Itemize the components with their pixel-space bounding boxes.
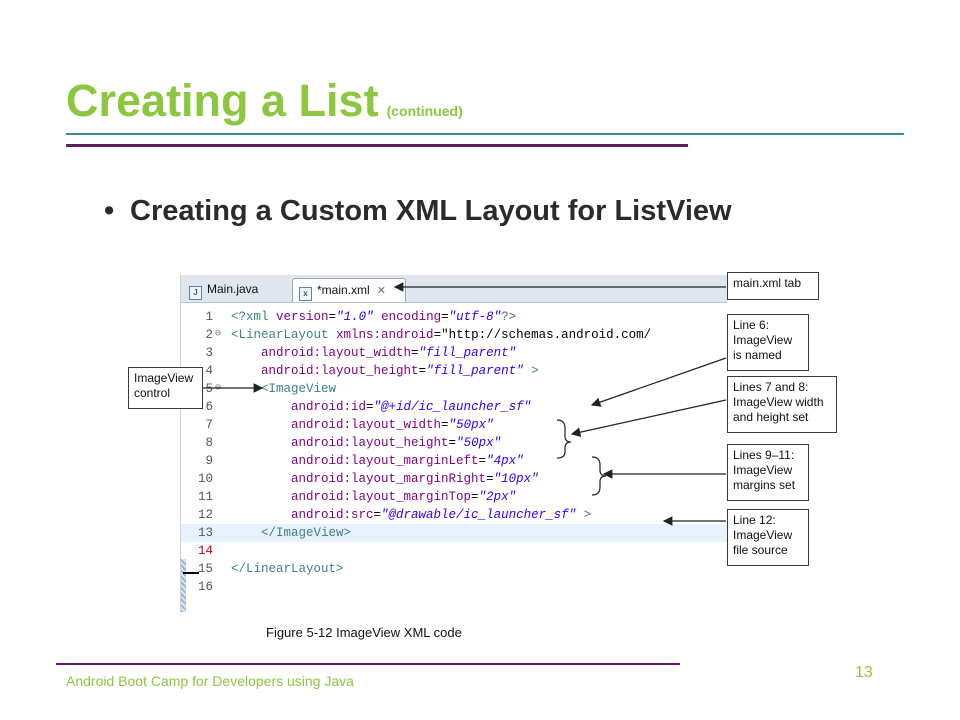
code-line[interactable]: 11 android:layout_marginTop="2px" [181, 488, 727, 506]
title-accent-rule [66, 133, 904, 135]
page-number: 13 [855, 664, 873, 681]
callout-text: ImageView [733, 528, 793, 542]
code-line[interactable]: 3 android:layout_width="fill_parent" [181, 344, 727, 362]
title-text: Creating a List [66, 75, 379, 126]
xml-file-icon: x [299, 287, 312, 301]
callout-text: file source [733, 543, 788, 557]
arrow-lines78 [570, 399, 727, 437]
line-number: 4 [205, 364, 213, 378]
line-number: 7 [205, 418, 213, 432]
code-text: android:layout_width="50px" [291, 418, 494, 432]
callout-text: Lines 7 and 8: [733, 380, 809, 394]
line-number: 9 [205, 454, 213, 468]
tab-main-java[interactable]: J Main.java [183, 278, 289, 300]
code-line[interactable]: 15 </LinearLayout> [181, 560, 727, 578]
brace-lines78 [556, 419, 572, 459]
line-number: 10 [197, 472, 213, 486]
footer-rule [56, 663, 680, 665]
code-text: android:src="@drawable/ic_launcher_sf" > [291, 508, 592, 522]
line-number: 1 [205, 310, 213, 324]
line-number: 2 [205, 328, 213, 342]
code-editor: J Main.java x *main.xml ✕ 1 <?xml version="1… [180, 275, 727, 612]
brace-lines911 [591, 456, 607, 496]
callout-text: ImageView width [733, 395, 824, 409]
line-number: 15 [197, 562, 213, 576]
line-number: 16 [197, 580, 213, 594]
callout-text: Line 6: [733, 318, 770, 332]
code-text: android:layout_width="fill_parent" [261, 346, 517, 360]
code-text: <?xml version="1.0" encoding="utf-8"?> [231, 310, 517, 324]
code-line[interactable]: 1 <?xml version="1.0" encoding="utf-8"?> [181, 308, 727, 326]
title-underline [66, 144, 688, 147]
callout-text: ImageView [733, 333, 793, 347]
arrow-line6 [590, 357, 727, 407]
line-number: 3 [205, 346, 213, 360]
callout-text: Line 12: [733, 513, 776, 527]
code-line[interactable]: 9 android:layout_marginLeft="4px" [181, 452, 727, 470]
code-text: android:layout_height="50px" [291, 436, 502, 450]
line-number: 11 [197, 490, 213, 504]
code-line[interactable]: 16 [181, 578, 727, 596]
code-line[interactable]: 8 android:layout_height="50px" [181, 434, 727, 452]
code-line[interactable]: 12 android:src="@drawable/ic_launcher_sf… [181, 506, 727, 524]
editor-tab-bar: J Main.java x *main.xml ✕ [181, 275, 727, 303]
change-marker-stripe [181, 559, 186, 612]
java-file-icon: J [189, 286, 202, 300]
code-text: </LinearLayout> [231, 562, 344, 576]
code-line[interactable]: 7 android:layout_width="50px" [181, 416, 727, 434]
close-icon[interactable]: ✕ [376, 285, 386, 297]
code-text: <LinearLayout xmlns:android="http://sche… [231, 328, 652, 342]
code-text: android:id="@+id/ic_launcher_sf" [291, 400, 532, 414]
code-line[interactable]: 10 android:layout_marginRight="10px" [181, 470, 727, 488]
line-number: 12 [197, 508, 213, 522]
code-text: </ImageView> [261, 526, 352, 540]
callout-text: Lines 9–11: [733, 448, 795, 462]
figure-caption: Figure 5-12 ImageView XML code [266, 625, 462, 640]
callout-text: main.xml tab [733, 276, 802, 290]
code-line[interactable]: 13 </ImageView> [181, 524, 727, 542]
code-text: android:layout_marginTop="2px" [291, 490, 517, 504]
current-line-marker [183, 572, 199, 574]
tab-label: Main.java [207, 282, 259, 296]
callout-tab: main.xml tab [727, 272, 819, 300]
line-number: 8 [205, 436, 213, 450]
fold-toggle-icon[interactable]: ⊖ [215, 329, 222, 340]
code-text: android:layout_marginLeft="4px" [291, 454, 524, 468]
bullet-text: Creating a Custom XML Layout for ListVie… [130, 195, 732, 227]
tab-label: *main.xml [317, 283, 370, 297]
callout-text: is named [733, 348, 782, 362]
code-text: android:layout_marginRight="10px" [291, 472, 539, 486]
callout-text: and height set [733, 410, 809, 424]
bullet-dot-icon: • [104, 195, 115, 227]
callout-text: ImageView [134, 371, 194, 385]
callout-text: margins set [733, 478, 796, 492]
code-line[interactable]: 2⊖ <LinearLayout xmlns:android="http://sc… [181, 326, 727, 344]
tab-main-xml[interactable]: x *main.xml ✕ [292, 278, 406, 302]
callout-text: ImageView [733, 463, 793, 477]
line-number: 14 [197, 544, 213, 558]
code-line[interactable]: 14 [181, 542, 727, 560]
line-number: 6 [205, 400, 213, 414]
footer-text: Android Boot Camp for Developers using J… [66, 673, 354, 689]
code-line[interactable]: 4 android:layout_height="fill_parent" > [181, 362, 727, 380]
code-text: <ImageView [261, 382, 337, 396]
slide-title: Creating a List (continued) [66, 78, 463, 123]
bullet-item: • Creating a Custom XML Layout for ListVi… [104, 195, 732, 228]
code-text: android:layout_height="fill_parent" > [261, 364, 539, 378]
callout-text: control [134, 386, 171, 400]
code-line[interactable]: 6 android:id="@+id/ic_launcher_sf" [181, 398, 727, 416]
line-number: 13 [197, 526, 213, 540]
editor-gutter [181, 303, 225, 612]
line-number: 5 [205, 382, 213, 396]
title-suffix: (continued) [386, 103, 463, 119]
